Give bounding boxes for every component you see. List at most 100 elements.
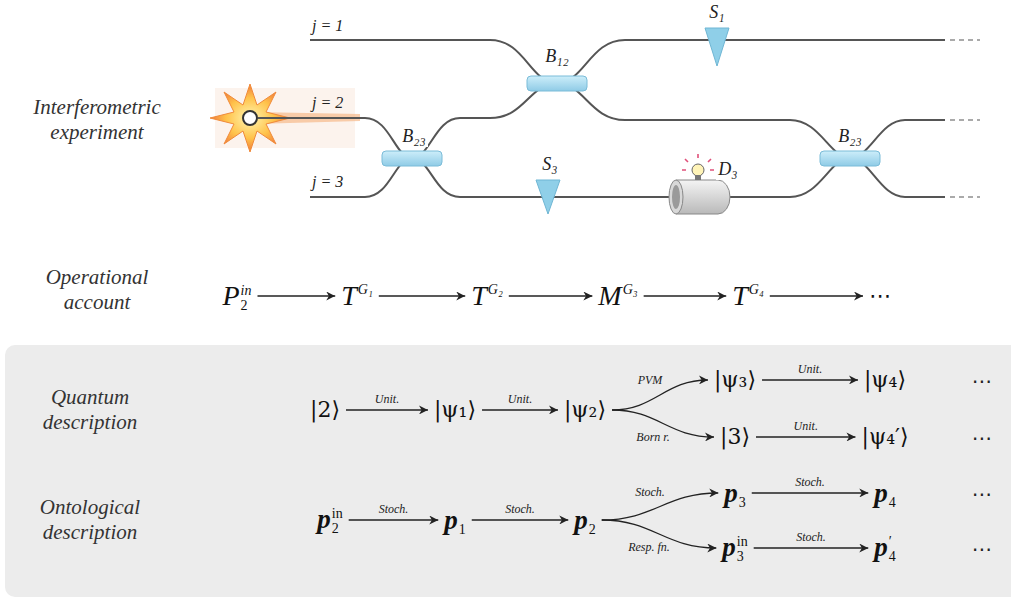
arrow-label: Resp. fn. xyxy=(626,541,672,554)
term-scripts: in2 xyxy=(241,284,252,313)
term-scripts: G₂ xyxy=(488,283,503,298)
arrow-connector xyxy=(644,295,727,296)
row-heading: Operational account xyxy=(15,265,180,315)
math-term: |ψ₃⟩ xyxy=(714,367,756,393)
component-label: S₃ xyxy=(540,155,559,175)
arrow-label: Stoch. xyxy=(503,503,537,516)
term-symbol: T xyxy=(471,280,487,311)
subscript: 2 xyxy=(332,522,343,537)
phase-shifter xyxy=(705,28,729,66)
term-scripts: 1 xyxy=(459,523,466,538)
term-symbol: M xyxy=(598,280,621,311)
superscript: in xyxy=(332,507,343,522)
term-symbol: p xyxy=(724,478,738,508)
term-symbol: T xyxy=(341,280,357,311)
superscript: in xyxy=(241,284,252,299)
superscript: G₁ xyxy=(358,283,373,298)
term-symbol: p xyxy=(444,505,458,535)
subscript: 3 xyxy=(737,550,748,565)
grey-panel xyxy=(5,345,1011,597)
arrow-connector xyxy=(770,295,863,296)
math-term: p′4 xyxy=(874,531,896,565)
arrow-label: Stoch. xyxy=(794,531,828,544)
arrow-label: Unit. xyxy=(792,420,820,433)
beam-splitter xyxy=(527,76,587,91)
math-term: p3 xyxy=(724,477,746,509)
component-label: B₂₃ xyxy=(400,127,428,147)
term-scripts: ′4 xyxy=(889,535,896,564)
superscript: in xyxy=(737,535,748,550)
math-term: TG₄ xyxy=(732,279,764,313)
arrow-connector xyxy=(752,492,869,493)
math-term: p4 xyxy=(874,477,896,509)
arrow-connector xyxy=(258,295,336,296)
arrow-label: Stoch. xyxy=(633,486,667,499)
term-symbol: |2⟩ xyxy=(310,397,340,422)
arrow-connector xyxy=(509,295,593,296)
mode-label: j = 3 xyxy=(312,173,343,191)
continuation-dots: ⋯ xyxy=(972,538,992,560)
math-term: pin2 xyxy=(317,503,342,537)
superscript: G₂ xyxy=(488,283,503,298)
row-heading: Interferometric experiment xyxy=(15,95,180,145)
arrow-connector xyxy=(756,436,855,437)
arrow-label: Born r. xyxy=(634,431,671,444)
arrow-label: Stoch. xyxy=(377,503,411,516)
math-term: pin3 xyxy=(722,531,747,565)
term-symbol: |ψ₄⟩ xyxy=(864,367,906,392)
math-term: |ψ₁⟩ xyxy=(434,397,476,423)
subscript: 3 xyxy=(739,496,746,511)
wires xyxy=(258,40,945,197)
superscript: ′ xyxy=(889,535,896,550)
mode-label: j = 2 xyxy=(312,94,343,112)
arrow-label: Unit. xyxy=(796,363,824,376)
term-symbol: T xyxy=(732,280,748,311)
term-symbol: p xyxy=(317,504,331,534)
arrow-connector xyxy=(346,409,428,410)
continuation-dots: ⋯ xyxy=(972,370,992,392)
math-term: p1 xyxy=(444,504,466,536)
math-term: |2⟩ xyxy=(310,397,340,423)
term-symbol: p xyxy=(574,505,588,535)
term-scripts: in2 xyxy=(332,507,343,536)
arrow-label: PVM xyxy=(636,374,665,387)
term-scripts: G₁ xyxy=(358,283,373,298)
row-heading: Ontological description xyxy=(15,495,165,545)
math-term: |ψ₂⟩ xyxy=(564,397,606,423)
subscript: 4 xyxy=(889,550,896,565)
term-symbol: p xyxy=(874,532,888,562)
term-symbol: |ψ₂⟩ xyxy=(564,397,606,422)
math-term: ⋯ xyxy=(869,283,891,309)
math-term: TG₁ xyxy=(341,279,373,313)
subscript: 2 xyxy=(241,299,252,314)
phase-shifter xyxy=(536,180,560,214)
source-core xyxy=(243,111,257,125)
component-label: D₃ xyxy=(716,160,739,180)
component-label: S₁ xyxy=(707,3,726,23)
term-symbol: P xyxy=(223,280,240,311)
arrow-connector xyxy=(762,379,858,380)
superscript: G₃ xyxy=(623,283,638,298)
arrow-connector xyxy=(379,295,465,296)
term-scripts: G₃ xyxy=(623,283,638,298)
arrow-label: Unit. xyxy=(506,393,534,406)
term-scripts: in3 xyxy=(737,535,748,564)
term-scripts: G₄ xyxy=(749,283,764,298)
term-symbol: p xyxy=(874,478,888,508)
subscript: 4 xyxy=(889,496,896,511)
arrow-connector xyxy=(754,547,869,548)
math-term: Pin2 xyxy=(223,279,252,314)
superscript: G₄ xyxy=(749,283,764,298)
subscript: 1 xyxy=(459,523,466,538)
mode-label: j = 1 xyxy=(312,17,343,35)
term-symbol: p xyxy=(722,532,736,562)
arrow-label: Unit. xyxy=(373,393,401,406)
beam-splitter xyxy=(382,151,442,166)
wire-continuation xyxy=(950,40,980,197)
term-symbol: |ψ₄′⟩ xyxy=(861,424,908,449)
arrow-connector xyxy=(349,519,439,520)
term-symbol: |3⟩ xyxy=(720,424,750,449)
beam-splitter xyxy=(820,151,880,166)
math-term: |3⟩ xyxy=(720,424,750,450)
arrow-label: Stoch. xyxy=(793,476,827,489)
